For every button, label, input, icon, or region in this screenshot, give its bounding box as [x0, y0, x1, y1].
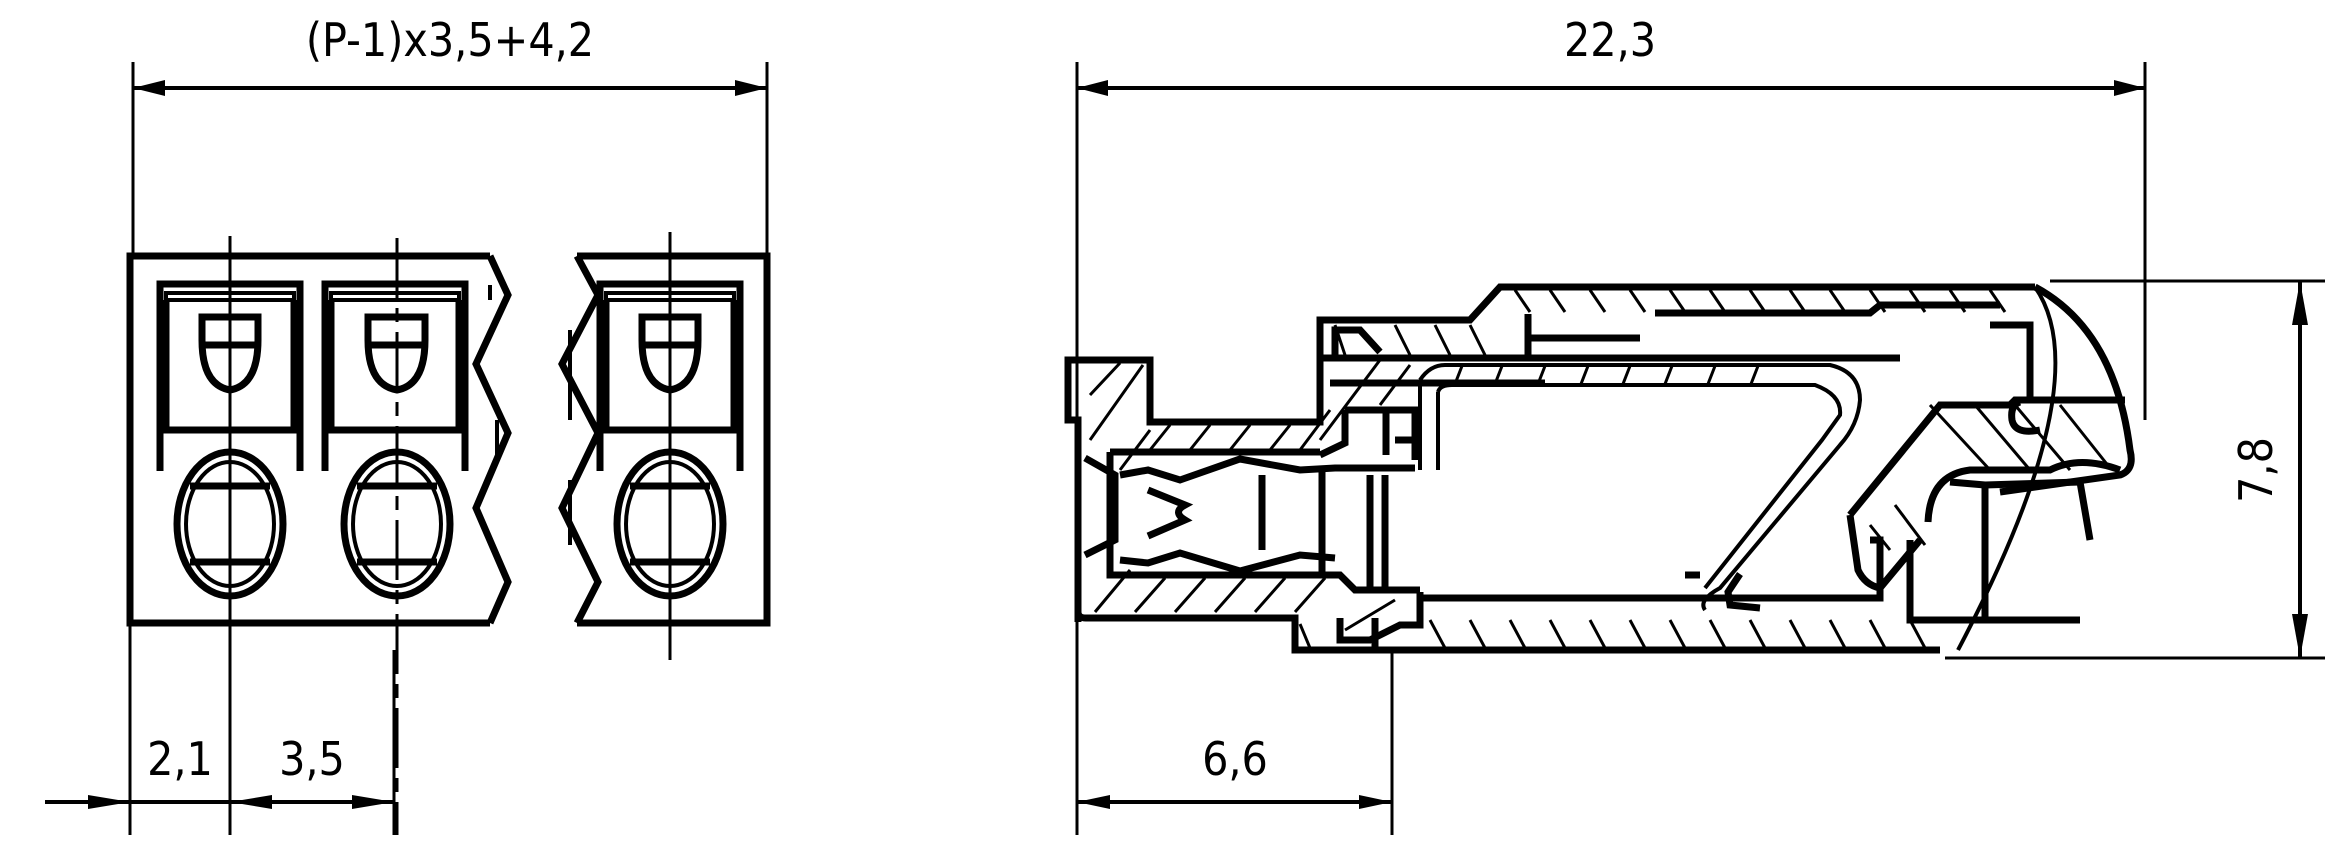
height-label: 7,8 — [2229, 437, 2283, 503]
pitch-label: 3,5 — [279, 732, 345, 786]
front-length-label: 6,6 — [1202, 732, 1268, 786]
section-hatching — [1088, 289, 2112, 649]
housing-section — [1064, 283, 2135, 654]
height-dimension: 7,8 — [1945, 279, 2325, 660]
edge-to-pin-label: 2,1 — [147, 732, 213, 786]
front-length-dimension: 6,6 — [1077, 650, 1394, 835]
pin-centerlines — [128, 232, 672, 835]
side-section-view: 22,3 7,8 6,6 — [1064, 13, 2325, 835]
pole-2 — [321, 280, 469, 600]
overall-length-label: 22,3 — [1564, 13, 1656, 67]
pitch-dimensions: 2,1 3,5 — [45, 650, 396, 835]
overall-width-label: (P-1)x3,5+4,2 — [306, 13, 594, 67]
front-view: (P-1)x3,5+4,2 — [45, 13, 771, 835]
overall-width-dimension: (P-1)x3,5+4,2 — [131, 13, 769, 258]
